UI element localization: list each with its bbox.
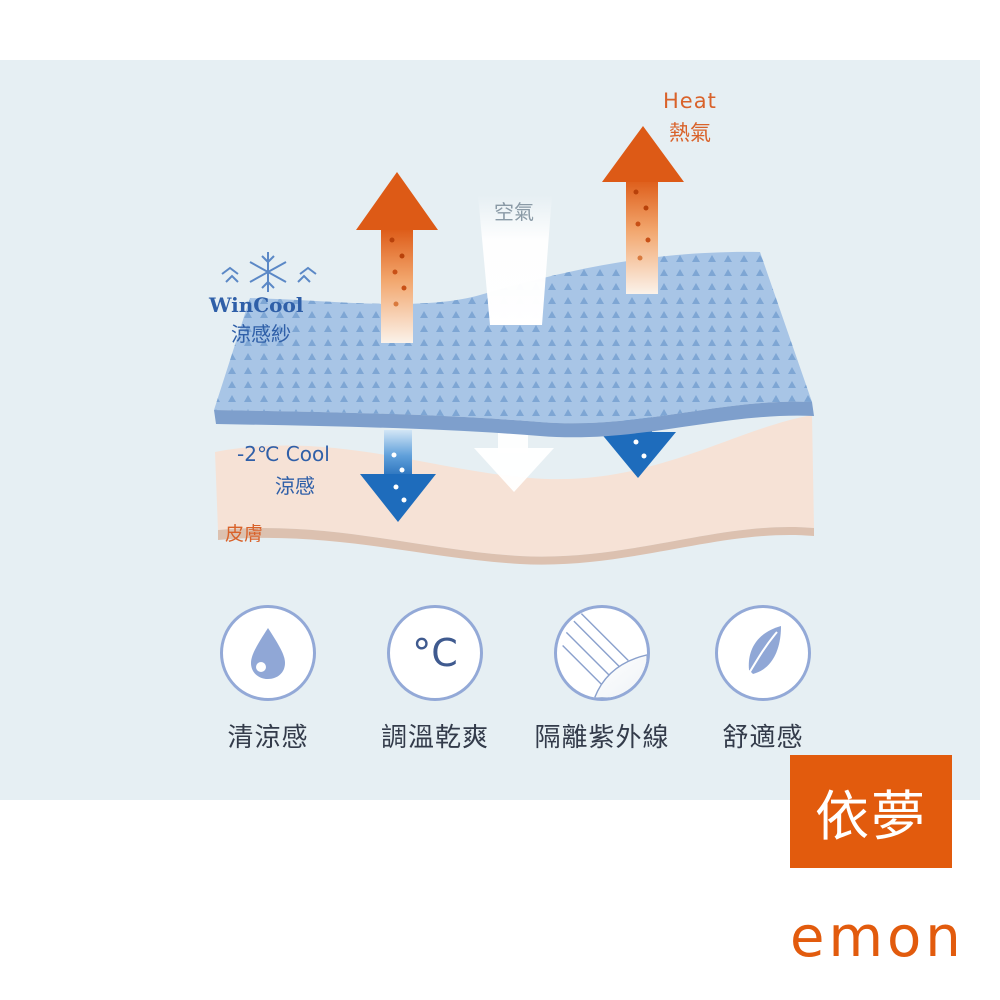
feather-icon [715,605,811,701]
celsius-symbol: °C [412,631,458,675]
cool-label-en: -2℃ Cool [237,442,330,466]
air-column [478,195,552,325]
uv-shield-icon [554,605,650,701]
fabric-layer [214,251,814,438]
skin-label: 皮膚 [225,523,264,545]
water-drop-icon [220,605,316,701]
wincool-brand-label: WinCool [209,293,304,317]
snowflake-icon [221,252,317,292]
feature-label: 隔離紫外線 [534,723,670,753]
brand-logo-subtext: emon [790,905,965,970]
heat-label-zh: 熱氣 [669,121,711,145]
feature-label: 調溫乾爽 [380,723,490,753]
feature-label: 清涼感 [227,723,309,753]
cool-arrow-left [360,430,436,522]
celsius-icon: °C [387,605,483,701]
fabric-label: 涼感紗 [231,322,291,346]
air-label: 空氣 [494,200,534,224]
heat-label-en: Heat [663,89,717,113]
cool-label-zh: 涼感 [275,474,315,498]
heat-arrow-left [356,172,438,343]
brand-logo: 依夢 [790,755,952,868]
feature-label: 舒適感 [722,723,804,753]
heat-arrow-right [602,126,684,294]
brand-logo-text: 依夢 [815,785,927,848]
